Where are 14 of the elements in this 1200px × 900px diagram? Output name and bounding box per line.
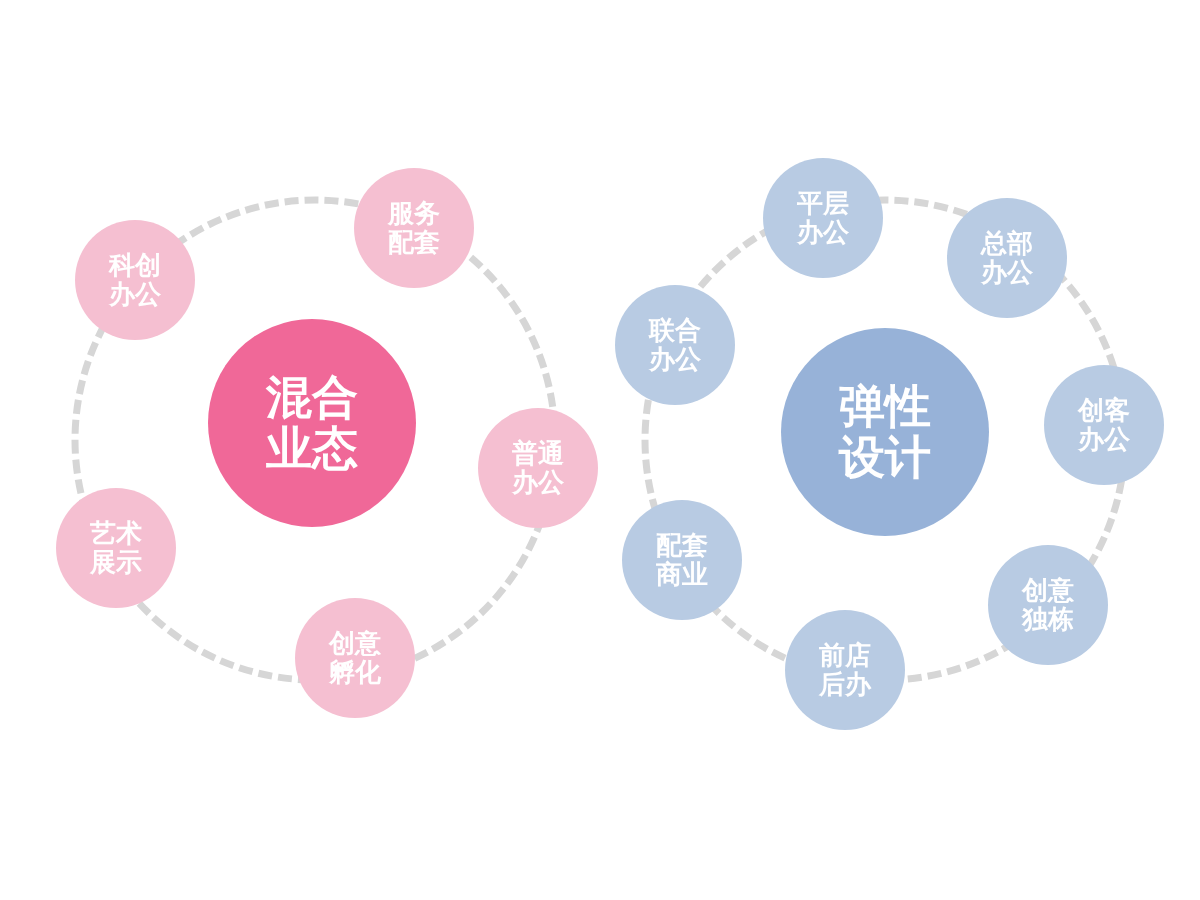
satellite-circle: 创意独栋	[988, 545, 1108, 665]
central-circle: 弹性设计	[781, 328, 989, 536]
satellite-circle: 创意孵化	[295, 598, 415, 718]
satellite-circle: 联合办公	[615, 285, 735, 405]
satellite-circle: 创客办公	[1044, 365, 1164, 485]
satellite-circle: 总部办公	[947, 198, 1067, 318]
satellite-circle: 服务配套	[354, 168, 474, 288]
satellite-circle: 艺术展示	[56, 488, 176, 608]
satellite-circle: 配套商业	[622, 500, 742, 620]
satellite-circle: 平层办公	[763, 158, 883, 278]
satellite-circle: 科创办公	[75, 220, 195, 340]
satellite-circle: 普通办公	[478, 408, 598, 528]
central-circle: 混合业态	[208, 319, 416, 527]
satellite-circle: 前店后办	[785, 610, 905, 730]
